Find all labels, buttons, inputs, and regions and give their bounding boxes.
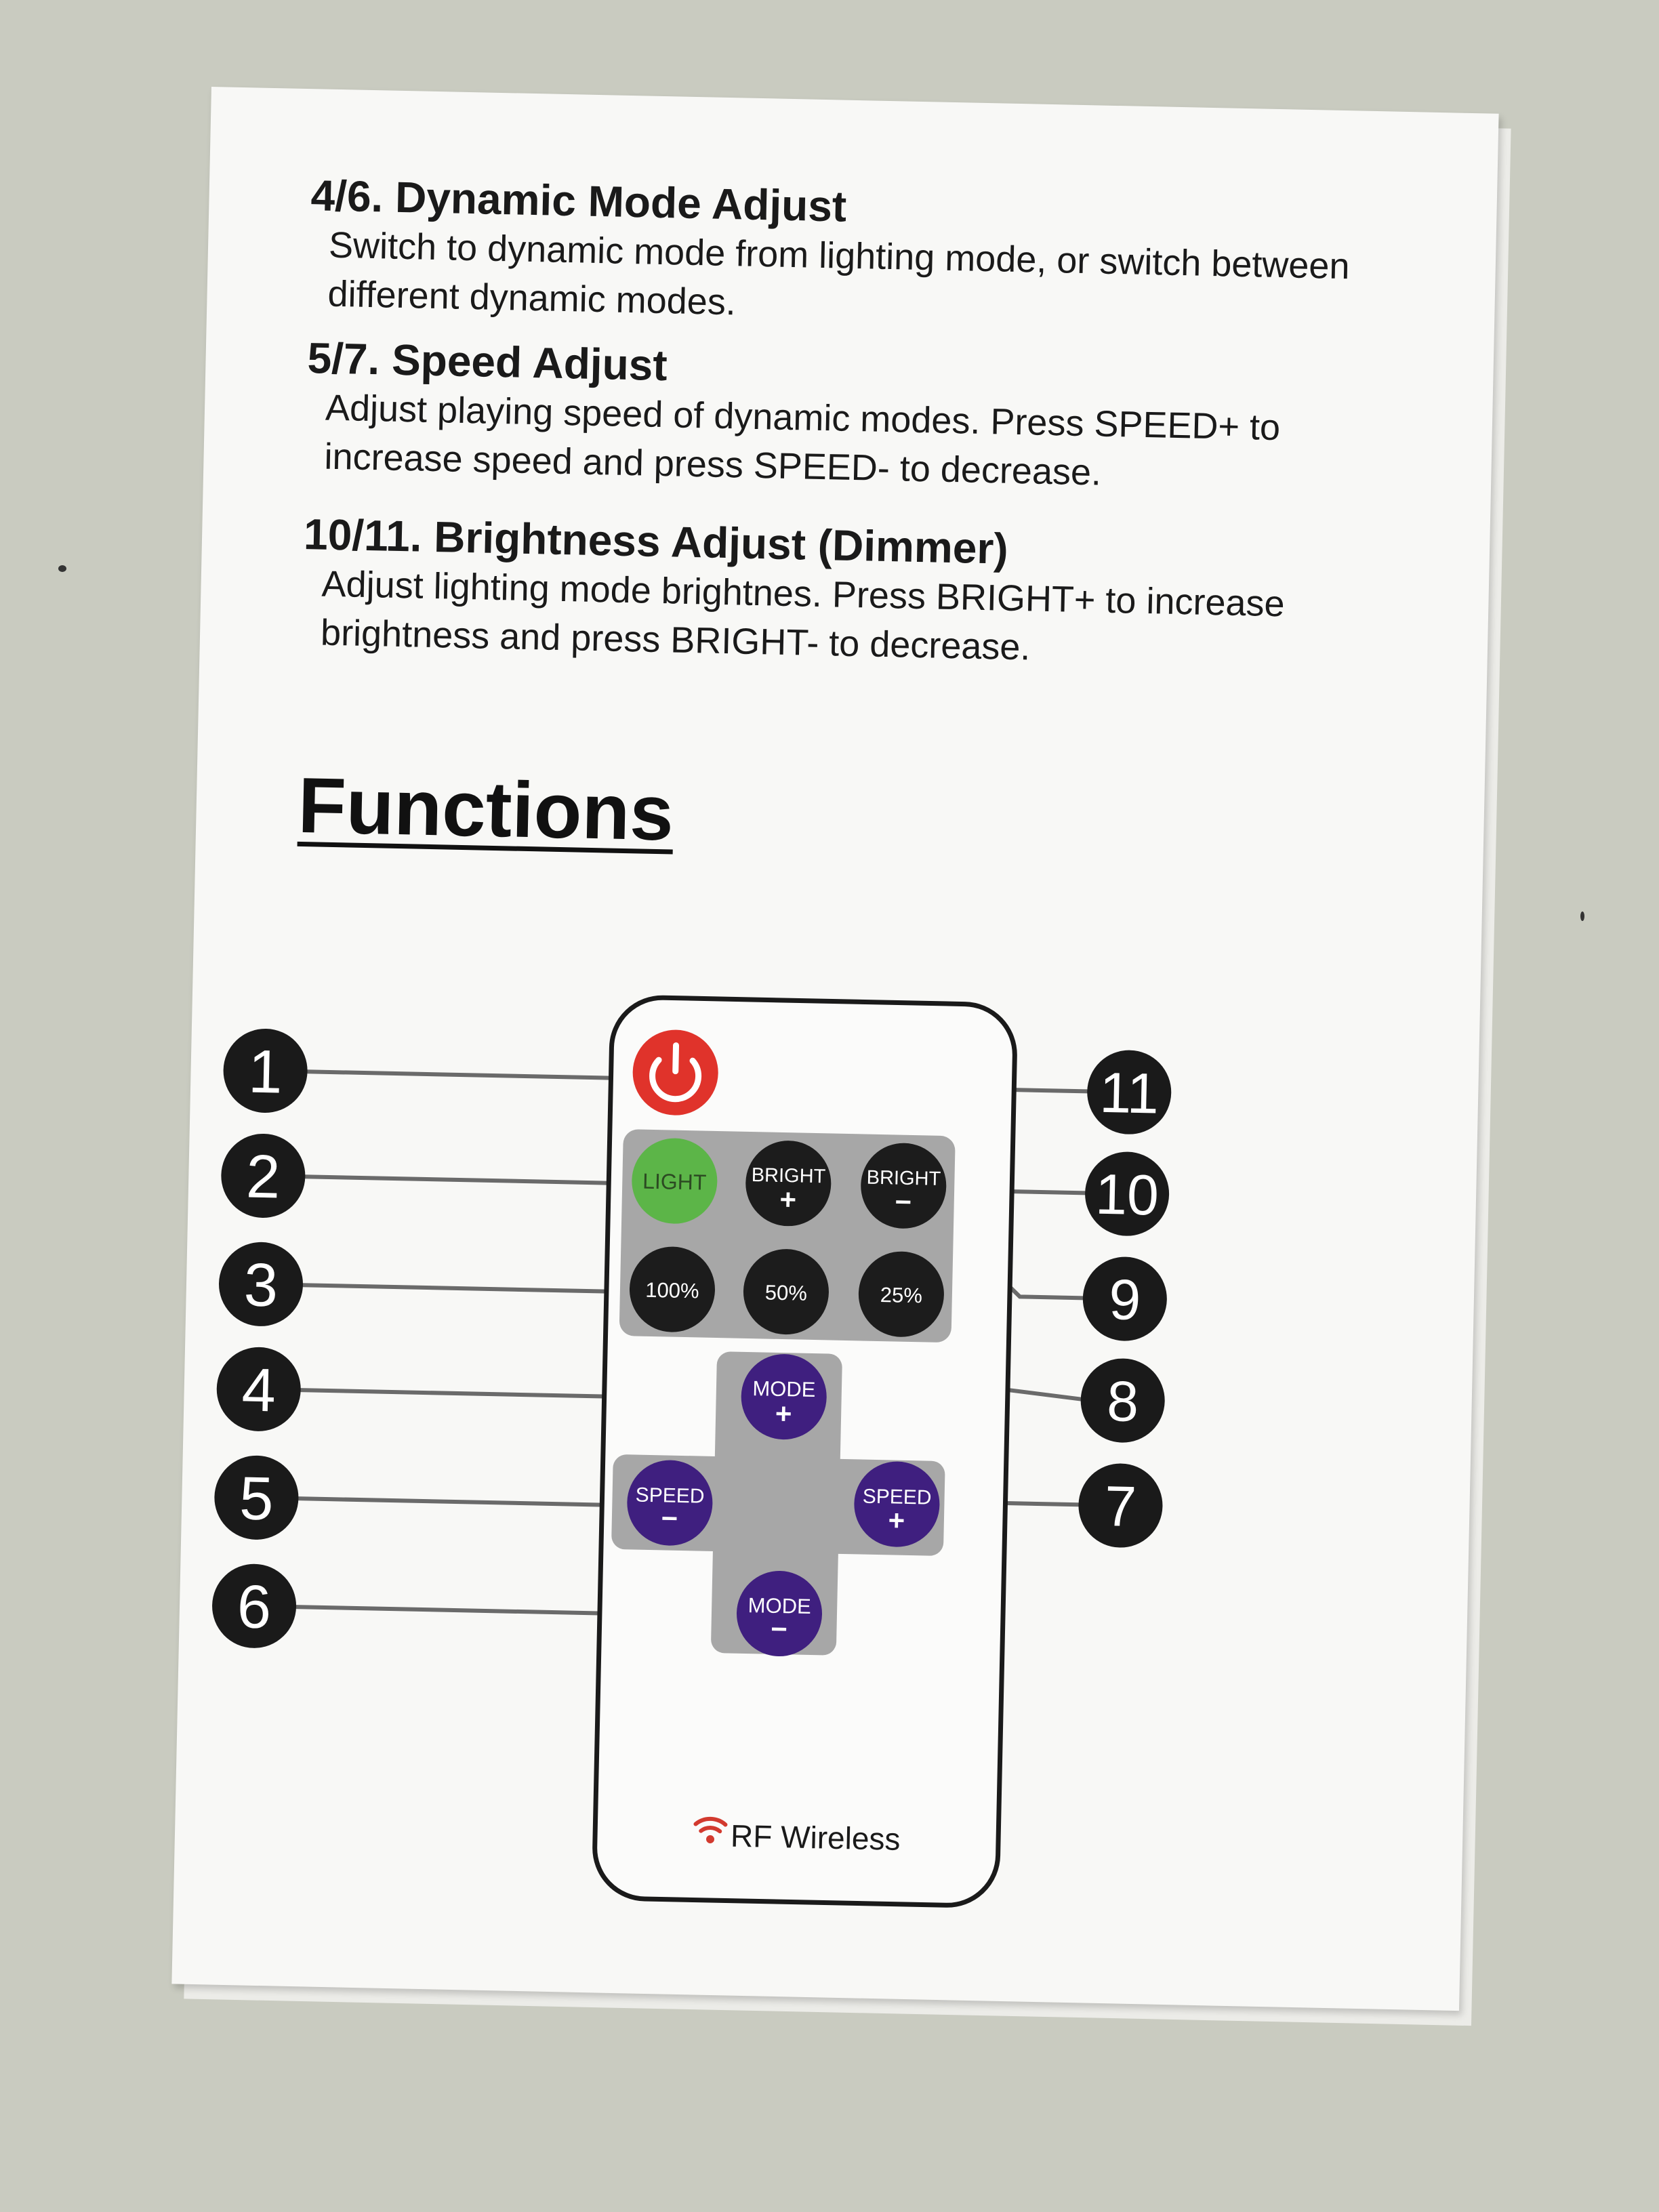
callout-6: 6 xyxy=(211,1563,298,1650)
bright-plus-sign: + xyxy=(779,1183,797,1216)
brightness-25-label: 25% xyxy=(880,1283,922,1307)
background-speck xyxy=(1580,912,1584,921)
callout-3: 3 xyxy=(218,1242,304,1328)
callout-4: 4 xyxy=(216,1347,302,1433)
svg-text:5: 5 xyxy=(239,1465,274,1533)
mode-minus-sign: − xyxy=(771,1613,788,1645)
svg-text:11: 11 xyxy=(1099,1061,1160,1126)
brightness-50-label: 50% xyxy=(765,1281,808,1305)
callout-2: 2 xyxy=(220,1133,306,1219)
callout-8: 8 xyxy=(1080,1357,1166,1443)
callout-1: 1 xyxy=(222,1028,308,1114)
svg-text:8: 8 xyxy=(1106,1369,1139,1433)
mode-plus-sign: + xyxy=(775,1397,792,1430)
remote-diagram: LIGHT BRIGHT + BRIGHT − 100% 50% 25% M xyxy=(171,87,1498,2011)
light-button-label: LIGHT xyxy=(642,1169,707,1195)
connector-2 xyxy=(300,1176,619,1183)
callout-10: 10 xyxy=(1084,1151,1170,1237)
connector-5 xyxy=(293,1498,632,1505)
svg-text:4: 4 xyxy=(241,1356,276,1425)
background-speck xyxy=(58,565,66,572)
callout-9: 9 xyxy=(1082,1256,1168,1342)
svg-text:1: 1 xyxy=(247,1038,283,1106)
svg-text:2: 2 xyxy=(245,1143,281,1211)
callout-11: 11 xyxy=(1086,1049,1172,1135)
rf-wireless-label: RF Wireless xyxy=(731,1818,901,1857)
svg-text:9: 9 xyxy=(1108,1267,1141,1332)
speed-plus-sign: + xyxy=(888,1504,905,1536)
svg-text:3: 3 xyxy=(243,1251,279,1319)
svg-text:6: 6 xyxy=(237,1573,272,1641)
svg-text:7: 7 xyxy=(1104,1474,1137,1538)
instruction-sheet: 4/6. Dynamic Mode Adjust Switch to dynam… xyxy=(171,87,1498,2011)
svg-text:10: 10 xyxy=(1094,1162,1159,1227)
callout-7: 7 xyxy=(1078,1462,1164,1549)
bright-minus-sign: − xyxy=(895,1185,912,1218)
callout-5: 5 xyxy=(213,1455,300,1541)
connector-1 xyxy=(303,1071,621,1078)
connector-3 xyxy=(298,1285,617,1292)
speed-minus-sign: − xyxy=(661,1502,678,1534)
brightness-100-label: 100% xyxy=(645,1278,699,1303)
